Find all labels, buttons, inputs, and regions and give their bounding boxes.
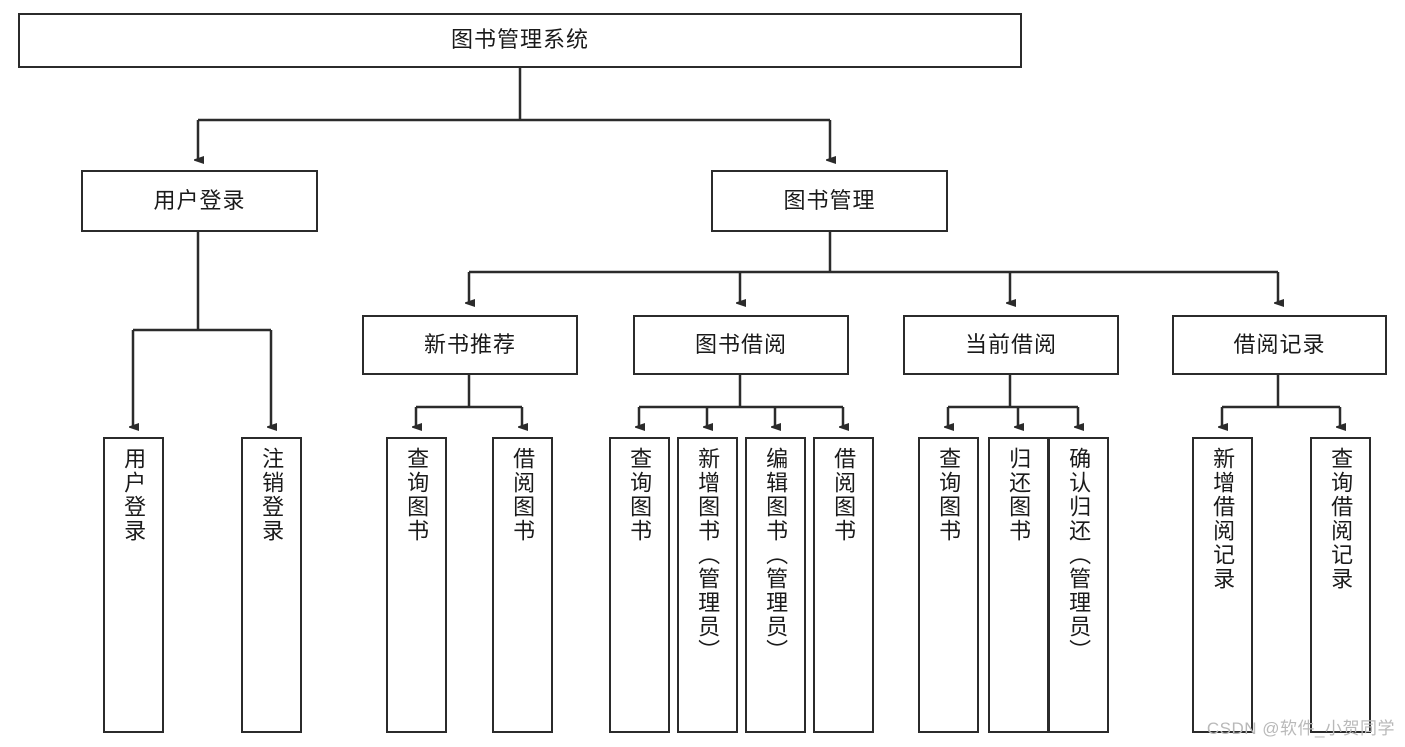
leaf-newbook-query-book[interactable]: 查询图书 xyxy=(386,437,447,733)
leaf-current-confirm-return-admin[interactable]: 确认归还（管理员） xyxy=(1048,437,1109,733)
node-book-management[interactable]: 图书管理 xyxy=(711,170,948,232)
node-label: 图书借阅 xyxy=(694,331,787,357)
node-label: 查询图书 xyxy=(627,447,653,543)
node-user-login[interactable]: 用户登录 xyxy=(81,170,318,232)
node-label: 用户登录 xyxy=(153,187,246,213)
leaf-user-logout[interactable]: 注销登录 xyxy=(241,437,302,733)
node-label: 查询借阅记录 xyxy=(1328,447,1354,591)
leaf-borrow-borrow-book[interactable]: 借阅图书 xyxy=(813,437,874,733)
node-label: 当前借阅 xyxy=(964,331,1057,357)
leaf-borrow-add-book-admin[interactable]: 新增图书（管理员） xyxy=(677,437,738,733)
node-root-book-management-system[interactable]: 图书管理系统 xyxy=(18,13,1022,68)
watermark: CSDN @软件_小贺同学 xyxy=(1206,719,1395,738)
leaf-newbook-borrow-book[interactable]: 借阅图书 xyxy=(492,437,553,733)
leaf-borrow-edit-book-admin[interactable]: 编辑图书（管理员） xyxy=(745,437,806,733)
leaf-record-query-borrow-record[interactable]: 查询借阅记录 xyxy=(1310,437,1371,733)
leaf-current-query-book[interactable]: 查询图书 xyxy=(918,437,979,733)
node-label: 借阅图书 xyxy=(510,447,536,543)
leaf-record-add-borrow-record[interactable]: 新增借阅记录 xyxy=(1192,437,1253,733)
node-label: 用户登录 xyxy=(121,447,147,543)
node-label: 借阅记录 xyxy=(1233,331,1326,357)
node-current-borrow[interactable]: 当前借阅 xyxy=(903,315,1119,375)
node-label: 编辑图书（管理员） xyxy=(763,447,789,663)
node-new-book-recommend[interactable]: 新书推荐 xyxy=(362,315,578,375)
node-label: 查询图书 xyxy=(404,447,430,543)
leaf-borrow-query-book[interactable]: 查询图书 xyxy=(609,437,670,733)
node-book-borrow[interactable]: 图书借阅 xyxy=(633,315,849,375)
node-label: 图书管理 xyxy=(783,187,876,213)
node-label: 新增图书（管理员） xyxy=(695,447,721,663)
node-label: 注销登录 xyxy=(259,447,285,543)
node-label: 归还图书 xyxy=(1006,447,1032,543)
leaf-current-return-book[interactable]: 归还图书 xyxy=(988,437,1049,733)
node-label: 新书推荐 xyxy=(423,331,516,357)
node-borrow-record[interactable]: 借阅记录 xyxy=(1172,315,1387,375)
node-label: 新增借阅记录 xyxy=(1210,447,1236,591)
node-label: 图书管理系统 xyxy=(450,27,589,53)
node-label: 确认归还（管理员） xyxy=(1066,447,1092,663)
leaf-user-login[interactable]: 用户登录 xyxy=(103,437,164,733)
node-label: 借阅图书 xyxy=(831,447,857,543)
node-label: 查询图书 xyxy=(936,447,962,543)
